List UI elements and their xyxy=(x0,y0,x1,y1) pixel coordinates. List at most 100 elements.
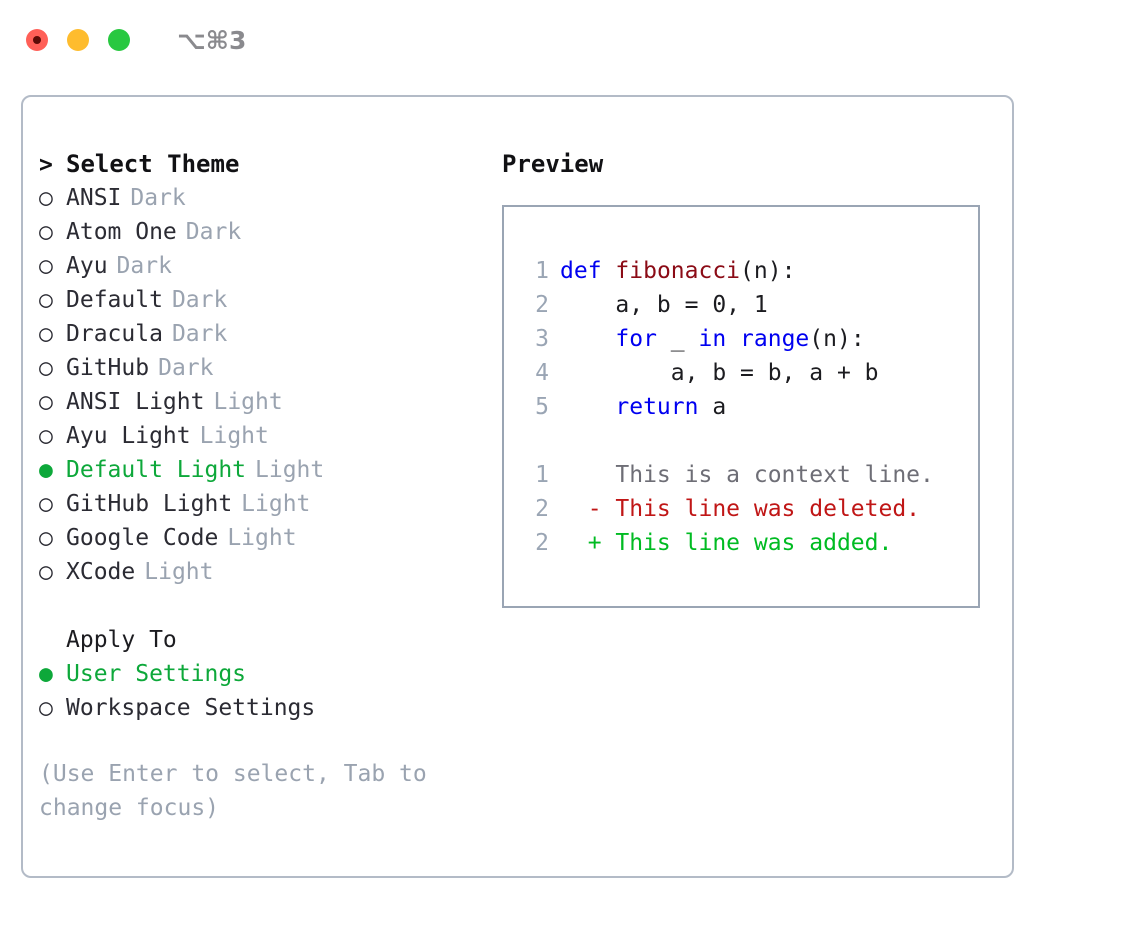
theme-name-label: Default xyxy=(66,287,163,313)
code-token-kw: for xyxy=(615,326,657,352)
diff-line-number: 2 xyxy=(535,496,549,522)
diff-sample: 1 This is a context line. 2 - This line w… xyxy=(519,458,978,560)
code-line: 2 a, b = 0, 1 xyxy=(519,288,978,322)
code-line-text: def fibonacci(n): xyxy=(560,254,795,288)
theme-variant-tag: Dark xyxy=(158,355,214,381)
apply-to-section: Apply To ●User Settings ○ Workspace Settin… xyxy=(39,623,479,725)
diff-line-text-del: - This line was deleted. xyxy=(560,496,921,522)
maximize-button-icon[interactable] xyxy=(108,29,130,51)
theme-name-label: GitHub xyxy=(66,355,150,381)
code-token-plain: a, b = 0, 1 xyxy=(560,292,768,318)
code-token-plain xyxy=(560,394,615,420)
code-token-plain xyxy=(602,258,616,284)
theme-variant-tag: Dark xyxy=(130,185,186,211)
code-line: 1 def fibonacci(n): xyxy=(519,254,978,288)
traffic-lights xyxy=(26,29,130,51)
theme-name-label: XCode xyxy=(66,559,136,585)
radio-unselected-icon: ○ xyxy=(39,389,53,415)
code-token-kw: def xyxy=(560,258,602,284)
titlebar: ⌥⌘3 xyxy=(0,0,1140,80)
theme-variant-tag: Dark xyxy=(171,287,228,313)
code-line-text: for _ in range(n): xyxy=(560,322,864,356)
apply-to-list: ●User Settings ○ Workspace Settings xyxy=(39,657,479,725)
diff-line: 2 - This line was deleted. xyxy=(519,492,978,526)
radio-unselected-icon: ○ xyxy=(39,491,53,517)
theme-picker-header: >Select Theme xyxy=(39,147,479,181)
theme-name-label: ANSI xyxy=(66,185,122,211)
theme-name-label: Dracula xyxy=(66,321,163,347)
radio-unselected-icon: ○ xyxy=(39,321,53,347)
theme-variant-tag: Light xyxy=(199,423,269,449)
theme-variant-tag: Dark xyxy=(116,253,172,279)
apply-to-label: User Settings xyxy=(66,661,247,687)
diff-line-number: 2 xyxy=(535,530,549,556)
code-line: 5 return a xyxy=(519,390,978,424)
radio-unselected-icon: ○ xyxy=(39,525,53,551)
code-line-number: 1 xyxy=(535,258,549,284)
apply-to-item[interactable]: ○ Workspace Settings xyxy=(39,691,479,725)
code-line: 4 a, b = b, a + b xyxy=(519,356,978,390)
theme-name-label: Ayu xyxy=(66,253,108,279)
diff-line-text-ctx: This is a context line. xyxy=(560,462,934,488)
radio-unselected-icon: ○ xyxy=(39,355,53,381)
apply-to-header: Apply To xyxy=(66,627,177,653)
code-line-number: 5 xyxy=(535,394,549,420)
theme-variant-tag: Light xyxy=(144,559,214,585)
radio-unselected-icon: ○ xyxy=(39,185,53,211)
code-line: 3 for _ in range(n): xyxy=(519,322,978,356)
theme-list-item[interactable]: ○ GitHub Dark xyxy=(39,351,479,385)
theme-list-item[interactable]: ○ Dracula Dark xyxy=(39,317,479,351)
code-line-text: a, b = b, a + b xyxy=(560,356,879,390)
theme-name-label: Google Code xyxy=(66,525,219,551)
minimize-button-icon[interactable] xyxy=(67,29,89,51)
code-token-plain xyxy=(560,326,615,352)
keyboard-shortcut-label: ⌥⌘3 xyxy=(177,25,247,55)
theme-variant-tag: Dark xyxy=(171,321,228,347)
theme-list-item[interactable]: ○ Ayu Dark xyxy=(39,249,479,283)
code-token-plain: (n): xyxy=(740,258,796,284)
code-token-plain: a xyxy=(698,394,727,420)
close-button-icon[interactable] xyxy=(26,29,48,51)
diff-line-text-add: + This line was added. xyxy=(560,530,893,556)
code-line-text: a, b = 0, 1 xyxy=(560,288,768,322)
apply-to-item[interactable]: ●User Settings xyxy=(39,657,479,691)
preview-title: Preview xyxy=(502,150,604,178)
radio-selected-icon: ● xyxy=(39,457,53,483)
theme-picker-header-label: Select Theme xyxy=(66,150,240,178)
keyboard-hint-text: (Use Enter to select, Tab to change focu… xyxy=(39,761,427,821)
theme-variant-tag: Light xyxy=(255,457,325,483)
code-line-number: 4 xyxy=(535,360,549,386)
diff-line-number: 1 xyxy=(535,462,549,488)
code-token-plain: _ xyxy=(656,326,699,352)
apply-to-label: Workspace Settings xyxy=(66,695,316,721)
radio-unselected-icon: ○ xyxy=(39,695,53,721)
code-line-number: 2 xyxy=(535,292,549,318)
code-diff-separator xyxy=(519,424,978,458)
theme-list-item[interactable]: ● Default Light Light xyxy=(39,453,479,487)
theme-name-label: Atom One xyxy=(66,219,177,245)
code-token-fn: fibonacci xyxy=(615,258,741,284)
recording-dot-icon xyxy=(33,36,41,44)
radio-unselected-icon: ○ xyxy=(39,253,53,279)
radio-unselected-icon: ○ xyxy=(39,219,53,245)
code-token-plain xyxy=(726,326,740,352)
theme-name-label: Default Light xyxy=(66,457,247,483)
diff-line: 2 + This line was added. xyxy=(519,526,978,560)
theme-list-item[interactable]: ○ ANSI Dark xyxy=(39,181,479,215)
code-line-text: return a xyxy=(560,390,726,424)
code-token-kw: range xyxy=(740,326,810,352)
theme-name-label: GitHub Light xyxy=(66,491,233,517)
